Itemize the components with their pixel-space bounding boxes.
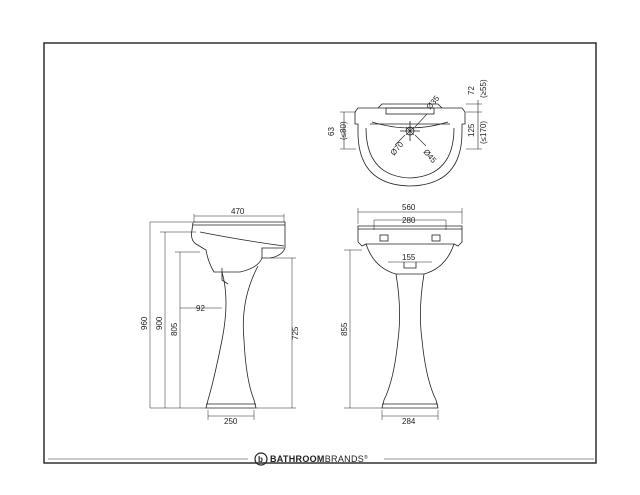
dim-side-900: 900 [155, 316, 164, 330]
brand-name-regular: BRANDS [325, 454, 364, 464]
brand-registered-mark: ® [364, 454, 368, 461]
plan-basin-outer [354, 107, 466, 187]
dim-plan-waste-45: Ø45 [421, 148, 438, 166]
side-basin [191, 221, 286, 273]
dim-front-284: 284 [402, 417, 416, 426]
brand-name-bold: BATHROOM [270, 454, 325, 464]
plan-basin-inner [365, 127, 455, 179]
dim-front-855: 855 [340, 322, 349, 336]
dim-plan-55: (≥55) [479, 79, 488, 98]
dim-plan-125: 125 [467, 123, 476, 137]
dim-side-805: 805 [170, 322, 179, 336]
dim-side-250: 250 [224, 417, 238, 426]
brand-name: BATHROOMBRANDS® [270, 454, 368, 464]
dim-side-470: 470 [231, 207, 245, 216]
dim-plan-tap-diameter: Ø35 [425, 93, 442, 111]
dim-side-725: 725 [291, 326, 300, 340]
front-view [344, 208, 463, 420]
brand-logo-letter: b [258, 455, 263, 464]
dim-plan-80: (≤80) [339, 121, 348, 140]
dim-plan-waste-70: Ø70 [389, 139, 406, 157]
side-pedestal [205, 265, 259, 409]
dim-front-560: 560 [402, 203, 416, 212]
dim-plan-170: (≤170) [479, 121, 488, 144]
front-pedestal [381, 273, 439, 409]
dim-front-280: 280 [402, 216, 416, 225]
dim-plan-72: 72 [467, 86, 476, 95]
side-view [149, 214, 296, 420]
dim-plan-63: 63 [327, 127, 336, 136]
drawing-frame [43, 42, 597, 464]
plan-view [340, 100, 482, 187]
brand-footer: b BATHROOMBRANDS® [48, 452, 594, 466]
dim-front-155: 155 [402, 253, 416, 262]
dim-side-92: 92 [196, 304, 205, 313]
brand-logo-icon [254, 452, 268, 466]
dim-side-960: 960 [140, 316, 149, 330]
front-basin [357, 225, 463, 275]
